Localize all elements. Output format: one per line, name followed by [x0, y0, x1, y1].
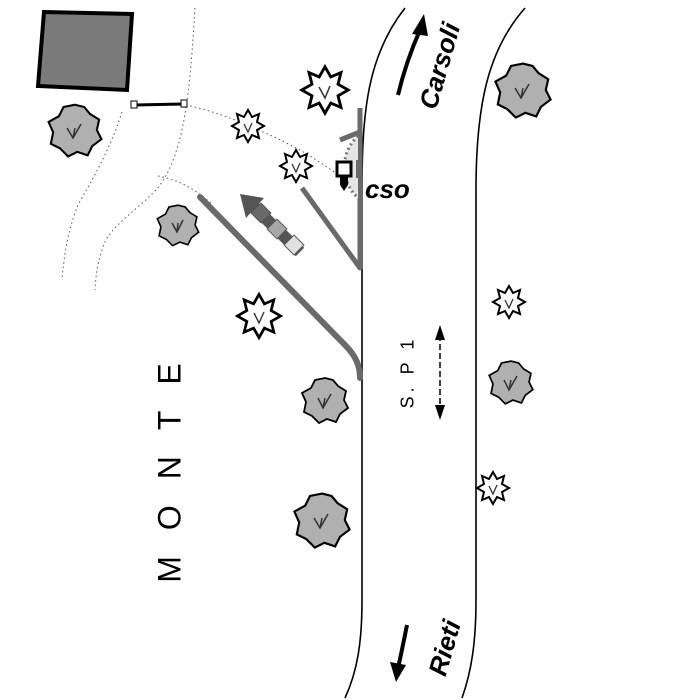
tree-icon — [488, 360, 534, 405]
shrub-icon — [476, 471, 510, 505]
trail-to-lookout — [185, 104, 346, 181]
barrier-lower — [197, 194, 363, 381]
direction-arrow-rieti — [390, 624, 409, 682]
tree-icon — [293, 492, 351, 549]
shrub-icon — [279, 149, 313, 183]
shrub-icon — [236, 293, 282, 339]
barrier-stub — [339, 129, 361, 143]
label-road-sp1: S. P 1 — [397, 335, 418, 409]
label-monte: MONTE — [151, 337, 188, 583]
gate-icon — [130, 99, 188, 109]
shrub-icon — [300, 65, 350, 115]
tree-icon — [301, 377, 349, 424]
trail-connector — [157, 175, 213, 205]
location-marker-icon — [335, 160, 362, 191]
building-icon — [35, 9, 135, 93]
direction-arrow-two-way — [435, 325, 445, 420]
tree-icon — [156, 204, 200, 247]
shrub-icon — [231, 109, 265, 143]
label-cso: cso — [365, 174, 410, 204]
entry-arrow-icon — [240, 194, 305, 257]
tree-icon — [494, 62, 552, 119]
road-right-edge — [461, 7, 526, 699]
shrub-icon — [492, 285, 526, 319]
tree-icon — [47, 103, 103, 158]
direction-arrow-carsoli — [396, 14, 428, 96]
